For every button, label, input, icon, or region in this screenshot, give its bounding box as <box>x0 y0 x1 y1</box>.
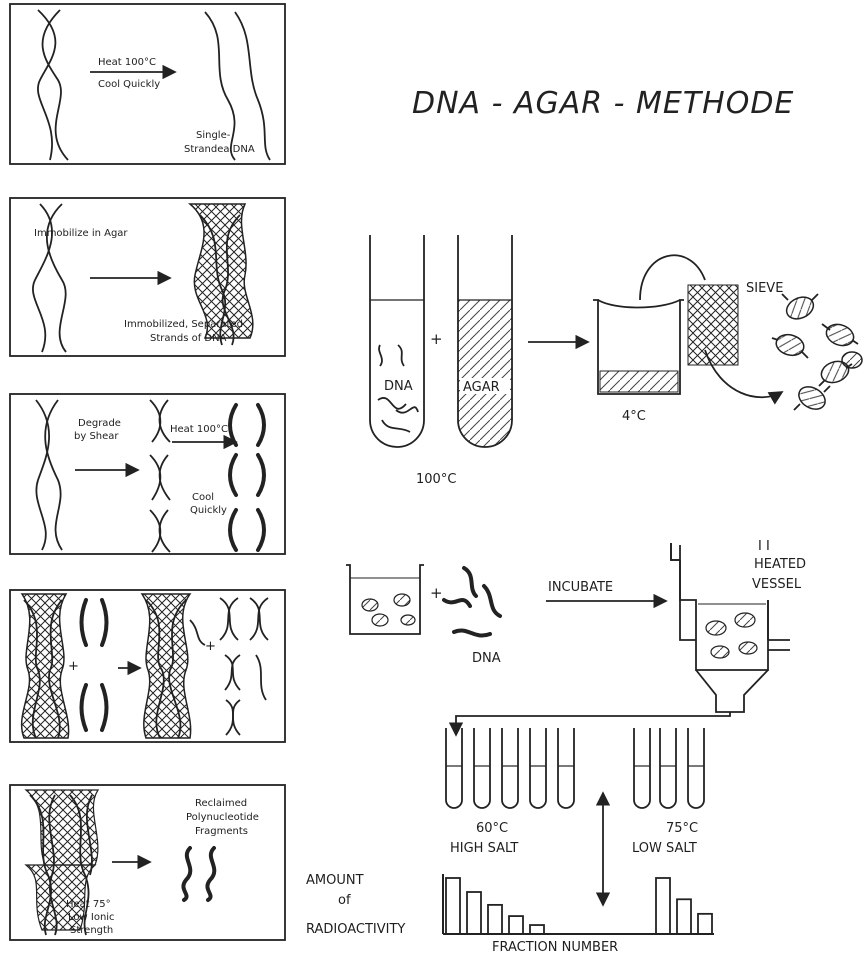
fraction-tube <box>688 728 704 808</box>
p5-label-line2: Polynucleotide <box>186 812 259 823</box>
tubes-group: DNA + AGAR 100°C <box>370 235 588 487</box>
p3-label-line2: by Shear <box>74 431 119 442</box>
fraction-tubes <box>446 728 704 808</box>
histogram-bar <box>677 899 691 934</box>
histogram-bar <box>698 914 712 934</box>
panel-immobilize: Immobilize in Agar Immobilized, Separate… <box>10 198 285 356</box>
incubate-plus: + <box>430 584 443 602</box>
p5-label-line3: Fragments <box>195 826 248 837</box>
hist-ylabel-line3: RADIOACTIVITY <box>306 922 405 937</box>
histogram-bar <box>467 892 481 934</box>
panel-reclaim: Heat 75° Low Ionic Strength Reclaimed Po… <box>10 785 285 940</box>
hist-ylabel-line2: of <box>338 893 351 908</box>
p3-label-line1: Degrade <box>78 418 121 429</box>
panel-denature: Heat 100°C Cool Quickly Single- Strandea… <box>10 4 285 164</box>
histogram <box>446 878 712 934</box>
fraction-tube <box>660 728 676 808</box>
p1-cool-label: Cool Quickly <box>98 79 160 90</box>
p5-heat-line1: Heat 75° <box>66 899 111 910</box>
beaker-temp: 4°C <box>622 409 646 424</box>
p2-result-line2: Strands of DNA <box>150 333 227 344</box>
beaker-sieve-group: 4°C SIEVE <box>593 255 862 424</box>
incubate-label: INCUBATE <box>548 580 613 595</box>
p4-plus-right: + <box>205 639 216 654</box>
p2-result-line1: Immobilized, Separated <box>124 319 243 330</box>
sieve-label: SIEVE <box>746 281 783 296</box>
hist-xlabel: FRACTION NUMBER <box>492 940 618 955</box>
tube-dna-label: DNA <box>384 379 413 394</box>
histogram-bar <box>656 878 670 934</box>
panel-shear: Degrade by Shear Heat 100°C Cool Quickly <box>10 394 285 554</box>
p3-cool-line2: Quickly <box>190 505 227 516</box>
incubate-dna-label: DNA <box>472 651 501 666</box>
tubes-plus: + <box>430 330 443 348</box>
fraction-tube <box>474 728 490 808</box>
p1-result-line2: Strandea DNA <box>184 144 255 155</box>
histogram-bar <box>530 925 544 934</box>
vessel-ticks: I I <box>758 539 770 554</box>
vessel-label-line2: VESSEL <box>752 577 802 592</box>
p5-heat-line3: Strength <box>70 925 113 936</box>
fraction-tube <box>446 728 462 808</box>
p3-cool-line1: Cool <box>192 492 214 503</box>
incubate-group: + DNA INCUBATE I I HEATED VESSEL <box>346 539 806 735</box>
high-salt-label: HIGH SALT <box>450 841 518 856</box>
fraction-tube <box>530 728 546 808</box>
hist-ylabel-line1: AMOUNT <box>306 873 364 888</box>
panel-hybridize: + + <box>10 590 285 742</box>
vessel-label-line1: HEATED <box>754 557 806 572</box>
fraction-tube <box>634 728 650 808</box>
p1-result-line1: Single- <box>196 130 231 141</box>
fraction-tube <box>558 728 574 808</box>
histogram-bar <box>488 905 502 934</box>
histogram-bar <box>509 916 523 934</box>
low-salt-label: LOW SALT <box>632 841 697 856</box>
high-temp-label: 60°C <box>476 821 508 836</box>
p4-plus-left: + <box>68 659 79 674</box>
p1-heat-label: Heat 100°C <box>98 57 156 68</box>
tubes-temp: 100°C <box>416 472 456 487</box>
low-temp-label: 75°C <box>666 821 698 836</box>
diagram-title: DNA - AGAR - METHODE <box>412 86 794 121</box>
fraction-tube <box>502 728 518 808</box>
p5-heat-line2: Low Ionic <box>68 912 115 923</box>
p2-label: Immobilize in Agar <box>34 228 128 239</box>
histogram-bar <box>446 878 460 934</box>
tube-agar-label: AGAR <box>463 380 500 395</box>
p5-label-line1: Reclaimed <box>195 798 247 809</box>
p3-heat-label: Heat 100°C <box>170 424 228 435</box>
